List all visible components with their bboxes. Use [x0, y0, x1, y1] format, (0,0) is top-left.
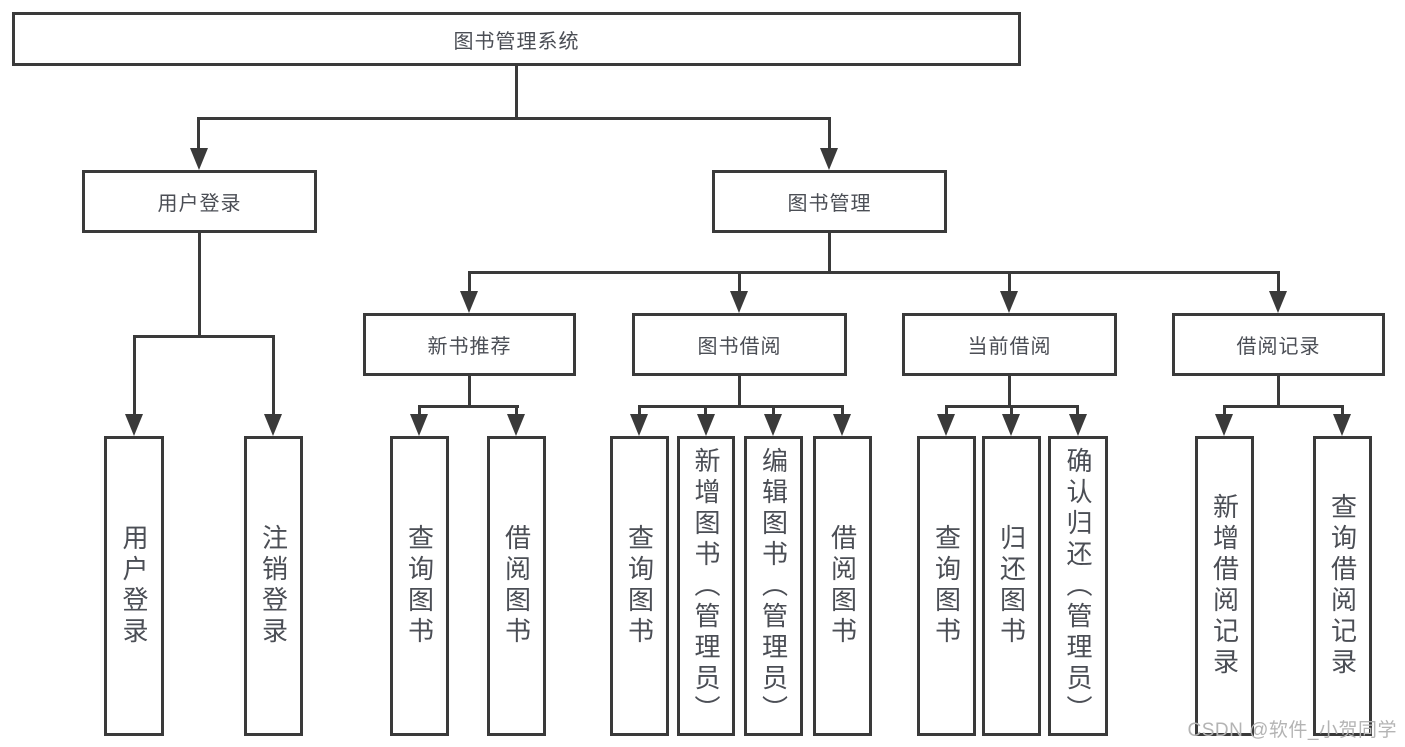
connector-arm: [841, 405, 844, 418]
node-leaf-borrow-edit-book-admin: 编辑图书（管理员）: [744, 436, 803, 736]
node-leaf-current-return-book: 归还图书: [982, 436, 1041, 736]
connector-arm: [1076, 405, 1079, 418]
arrowhead-icon: [1002, 414, 1020, 436]
connector-stem: [738, 376, 741, 407]
node-leaf-records-query-record: 查询借阅记录: [1313, 436, 1372, 736]
connector-arm: [133, 335, 136, 416]
node-leaf-recommend-borrow-book: 借阅图书: [487, 436, 546, 736]
arrowhead-icon: [833, 414, 851, 436]
node-book-borrow: 图书借阅: [632, 313, 847, 376]
connector-stem: [468, 376, 471, 407]
node-leaf-records-add-record: 新增借阅记录: [1195, 436, 1254, 736]
arrowhead-icon: [630, 414, 648, 436]
node-leaf-current-confirm-return-admin: 确认归还（管理员）: [1048, 436, 1108, 736]
node-root-system: 图书管理系统: [12, 12, 1021, 66]
arrowhead-icon: [125, 414, 143, 436]
connector-arm: [197, 117, 200, 150]
connector-arm: [738, 271, 741, 293]
node-leaf-borrow-query-book: 查询图书: [610, 436, 669, 736]
connector-arm: [1008, 271, 1011, 293]
connector-book-mgmt-stem: [828, 233, 831, 273]
watermark-text: CSDN @软件_小贺同学: [1187, 720, 1397, 741]
connector-arm: [468, 271, 471, 293]
connector-stem: [1277, 376, 1280, 407]
connector-book-mgmt-branch: [468, 271, 1280, 274]
arrowhead-icon: [1269, 291, 1287, 313]
connector-arm: [772, 405, 775, 418]
connector-arm: [945, 405, 948, 418]
arrowhead-icon: [820, 148, 838, 170]
connector-branch: [418, 405, 519, 408]
connector-arm: [1277, 271, 1280, 293]
node-new-book-recommend: 新书推荐: [363, 313, 576, 376]
connector-user-login-branch: [133, 335, 274, 338]
arrowhead-icon: [697, 414, 715, 436]
connector-arm: [638, 405, 641, 418]
arrowhead-icon: [937, 414, 955, 436]
connector-arm: [1223, 405, 1226, 418]
arrowhead-icon: [410, 414, 428, 436]
arrowhead-icon: [1333, 414, 1351, 436]
arrowhead-icon: [1215, 414, 1233, 436]
node-leaf-logout: 注销登录: [244, 436, 303, 736]
connector-stem: [1008, 376, 1011, 407]
connector-arm: [515, 405, 518, 418]
arrowhead-icon: [190, 148, 208, 170]
node-current-borrow: 当前借阅: [902, 313, 1117, 376]
connector-arm: [1341, 405, 1344, 418]
node-leaf-borrow-borrow-book: 借阅图书: [813, 436, 872, 736]
arrowhead-icon: [507, 414, 525, 436]
arrowhead-icon: [730, 291, 748, 313]
node-book-management: 图书管理: [712, 170, 947, 233]
connector-arm: [272, 335, 275, 416]
node-leaf-current-query-book: 查询图书: [917, 436, 976, 736]
connector-branch: [638, 405, 844, 408]
connector-arm: [704, 405, 707, 418]
node-borrow-records: 借阅记录: [1172, 313, 1385, 376]
node-leaf-user-login: 用户登录: [104, 436, 164, 736]
connector-root-stem: [515, 66, 518, 119]
node-user-login: 用户登录: [82, 170, 317, 233]
arrowhead-icon: [764, 414, 782, 436]
connector-arm: [418, 405, 421, 418]
node-leaf-recommend-query-book: 查询图书: [390, 436, 449, 736]
arrowhead-icon: [264, 414, 282, 436]
connector-arm: [1010, 405, 1013, 418]
arrowhead-icon: [1069, 414, 1087, 436]
connector-root-branch: [197, 117, 831, 120]
arrowhead-icon: [1000, 291, 1018, 313]
node-leaf-borrow-add-book-admin: 新增图书（管理员）: [677, 436, 735, 736]
connector-arm: [828, 117, 831, 150]
arrowhead-icon: [460, 291, 478, 313]
connector-user-login-stem: [198, 233, 201, 337]
connector-branch: [1223, 405, 1344, 408]
